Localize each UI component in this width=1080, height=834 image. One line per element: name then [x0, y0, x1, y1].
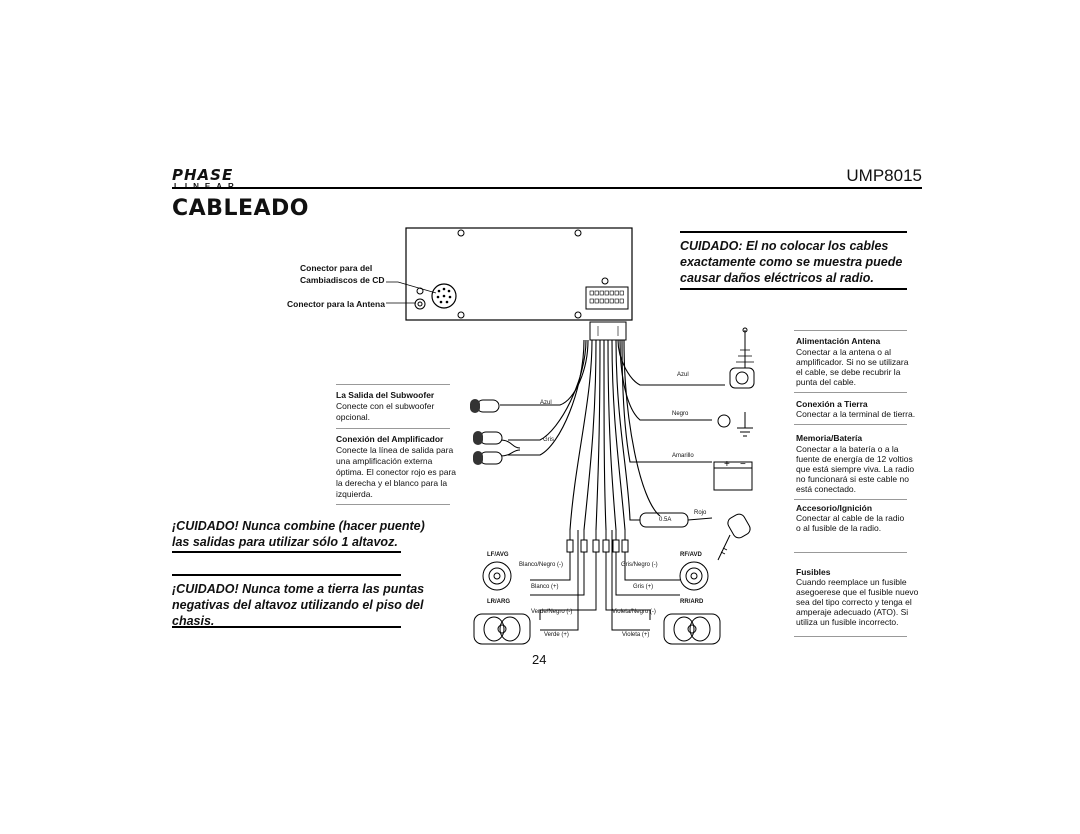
- caution-top-line-2: exactamente como se muestra puede: [680, 255, 903, 269]
- svg-text:+: +: [724, 459, 730, 470]
- amp-text-3: óptima. El conector rojo es para: [336, 467, 457, 477]
- memory-text-2: fuente de energía de 12 voltios: [796, 454, 913, 464]
- subwoofer-rca: [470, 399, 500, 413]
- wire-label-azul-right: Azul: [677, 372, 689, 378]
- subwoofer-text-2: opcional.: [336, 412, 371, 422]
- wire-label-gris: Gris: [543, 437, 554, 443]
- harness-connector: [585, 286, 629, 310]
- speaker-lr: [473, 613, 531, 645]
- antenna-power-title: Alimentación Antena: [796, 336, 881, 346]
- wire-label-azul-left: Azul: [540, 400, 552, 406]
- memory-text-1: Conectar a la batería o a la: [796, 444, 899, 454]
- speaker-label-lr: LR/ARG: [487, 599, 510, 605]
- cd-changer-connector: [431, 283, 457, 309]
- ground-text: Conectar a la terminal de tierra.: [796, 409, 916, 419]
- fuse-text-2: asegoerese que el fusible nuevo: [796, 587, 919, 597]
- fuse-text-4: amperaje adecuado (ATO). Si: [796, 607, 909, 617]
- speaker-rr: [663, 613, 721, 645]
- fuse-text-1: Cuando reemplace un fusible: [796, 577, 907, 587]
- amp-rca-upper: [473, 431, 521, 449]
- accessory-title: Accesorio/Ignición: [796, 503, 873, 513]
- caution-bridge-line-2: las salidas para utilizar sólo 1 altavoz…: [172, 535, 398, 549]
- page-title: CABLEADO: [172, 196, 309, 221]
- memory-text-4: no funcionará si este cable no: [796, 474, 909, 484]
- cd-connector-label-2: Cambiadiscos de CD: [300, 275, 385, 285]
- wire-label-rojo: Rojo: [694, 510, 707, 516]
- model-number: UMP8015: [846, 166, 922, 185]
- fuse-text-3: sea del tipo correcto y tenga el: [796, 597, 912, 607]
- wire-label-negro: Negro: [672, 411, 689, 417]
- wire-label-verde: Verde (+): [544, 632, 569, 638]
- antenna-symbol: [729, 327, 755, 389]
- caution-top-line-3: causar daños eléctricos al radio.: [680, 271, 874, 285]
- caution-top-rule-lower: [680, 288, 907, 290]
- caution-ground-line-2: negativas del altavoz utilizando el piso…: [172, 598, 424, 612]
- brand-logo-bottom: LINEAR: [174, 182, 240, 191]
- memory-title: Memoria/Batería: [796, 433, 863, 443]
- wire-label-violeta-negro: Violeta/Negro (-): [612, 609, 656, 615]
- amp-text-1: Conecte la línea de salida para: [336, 445, 454, 455]
- speaker-lf: [482, 561, 512, 591]
- speaker-label-rr: RR/ARD: [680, 599, 704, 605]
- cd-connector-label-1: Conector para del: [300, 263, 373, 273]
- wire-label-amarillo: Amarillo: [672, 453, 694, 459]
- header-rule: [172, 187, 922, 189]
- wire-label-violeta: Violeta (+): [622, 632, 650, 638]
- antenna-power-text-1: Conectar a la antena o al: [796, 347, 891, 357]
- wire-label-gris-negro: Gris/Negro (-): [621, 562, 658, 568]
- caution-bridge-rule: [172, 551, 401, 553]
- caution-top-line-1: CUIDADO: El no colocar los cables: [680, 239, 889, 253]
- caution-ground-line-1: ¡CUIDADO! Nunca tome a tierra las puntas: [172, 582, 425, 596]
- caution-ground-rule-upper: [172, 574, 401, 576]
- wire-label-blanco-negro: Blanco/Negro (-): [519, 562, 564, 568]
- ignition-key-symbol: [717, 513, 751, 561]
- antenna-power-text-3: el cable, se debe recubrir la: [796, 367, 901, 377]
- speaker-label-lf: LF/AVG: [487, 552, 509, 558]
- fuse-text-5: utiliza un fusible incorrecto.: [796, 617, 899, 627]
- memory-text-5: está conectado.: [796, 484, 857, 494]
- amp-text-4: la derecha y el blanco para la: [336, 478, 448, 488]
- ground-symbol: [717, 412, 753, 437]
- antenna-jack: [414, 298, 426, 310]
- antenna-power-text-2: amplificador. Si no se utilizara: [796, 357, 909, 367]
- wire-label-gris-pos: Gris (+): [633, 584, 654, 590]
- antenna-connector-label: Conector para la Antena: [287, 299, 385, 309]
- caution-bridge-line-1: ¡CUIDADO! Nunca combine (hacer puente): [172, 519, 425, 533]
- battery-symbol: + −: [713, 459, 753, 491]
- fuse-rating: 0.5A: [659, 517, 672, 523]
- fuse-title: Fusibles: [796, 567, 831, 577]
- brand-logo-top: PHASE: [172, 166, 234, 184]
- subwoofer-text-1: Conecte con el subwoofer: [336, 401, 435, 411]
- svg-text:−: −: [740, 459, 746, 470]
- ground-title: Conexión a Tierra: [796, 399, 868, 409]
- amp-rca-lower: [473, 449, 521, 465]
- speaker-label-rf: RF/AVD: [680, 552, 702, 558]
- amp-title: Conexión del Amplificador: [336, 434, 444, 444]
- amp-text-2: una amplificación externa: [336, 456, 433, 466]
- page-number: 24: [532, 652, 547, 667]
- antenna-power-text-4: punta del cable.: [796, 377, 857, 387]
- wire-label-verde-negro: Verde/Negro (-): [531, 609, 573, 615]
- fuse-holder: [639, 512, 713, 528]
- subwoofer-title: La Salida del Subwoofer: [336, 390, 435, 400]
- speaker-rf: [679, 561, 709, 591]
- accessory-text-2: o al fusible de la radio.: [796, 523, 882, 533]
- amp-text-5: izquierda.: [336, 489, 373, 499]
- caution-top-rule-upper: [680, 231, 907, 233]
- memory-text-3: que está siempre viva. La radio: [796, 464, 915, 474]
- wire-label-blanco: Blanco (+): [531, 584, 559, 590]
- caution-ground-line-3: chasis.: [172, 614, 215, 628]
- accessory-text-1: Conectar al cable de la radio: [796, 513, 905, 523]
- caution-ground-rule-lower: [172, 626, 401, 628]
